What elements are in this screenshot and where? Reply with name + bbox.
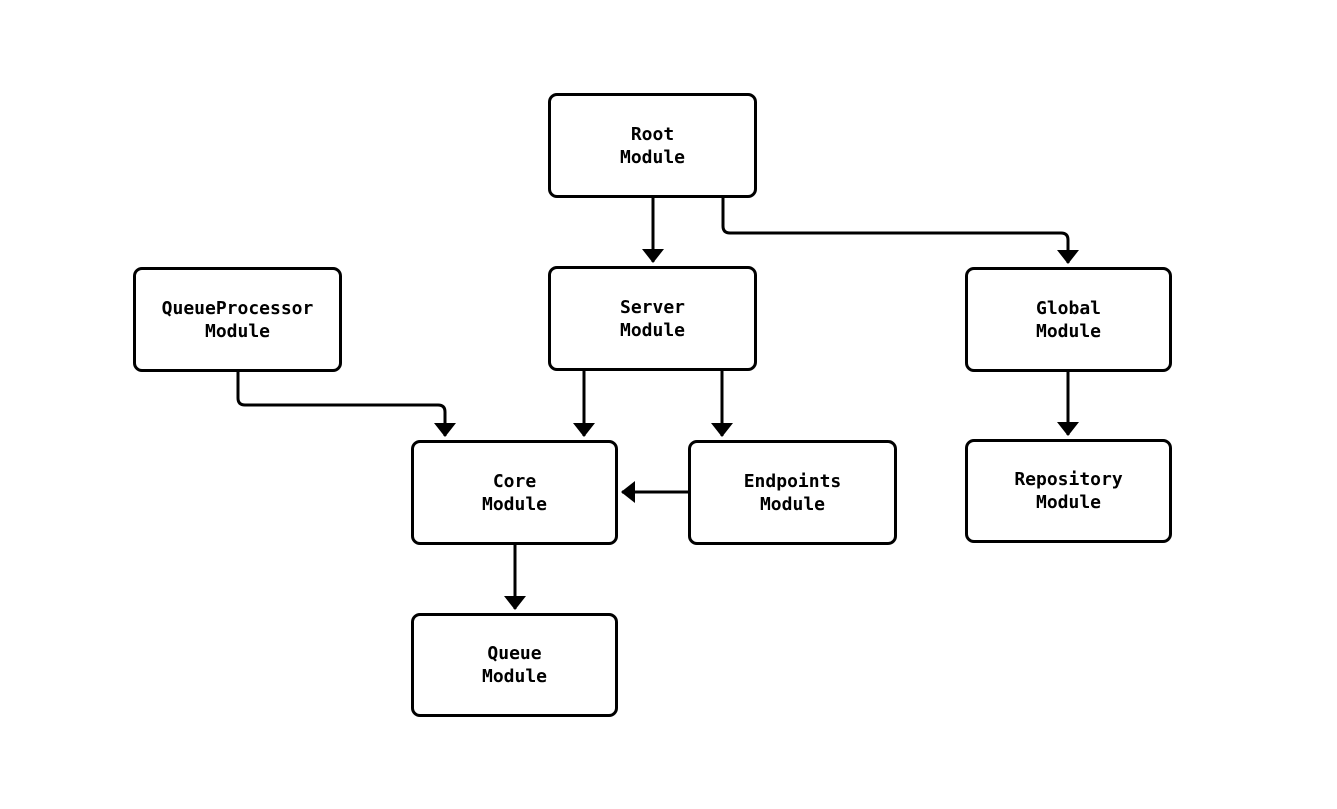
node-queue-module: Queue Module [411,613,618,717]
edge-root-to-global [721,198,1079,264]
node-queueprocessor-module-label: QueueProcessor Module [161,297,314,342]
node-endpoints-module-label: Endpoints Module [743,470,842,515]
node-server-module: Server Module [548,266,757,371]
node-queue-module-label: Queue Module [481,643,548,687]
node-server-module-label: Server Module [619,296,686,341]
node-global-module: Global Module [965,267,1172,372]
node-repository-module: Repository Module [965,439,1172,543]
node-queueprocessor-module: QueueProcessor Module [133,267,342,372]
node-repository-module-label: Repository Module [1014,469,1123,513]
node-core-module-label: Core Module [481,470,548,515]
node-endpoints-module: Endpoints Module [688,440,897,545]
node-root-module: Root Module [548,93,757,198]
node-root-module-label: Root Module [619,123,686,168]
edge-queueprocessor-to-core [236,372,456,437]
node-core-module: Core Module [411,440,618,545]
node-global-module-label: Global Module [1035,297,1102,342]
